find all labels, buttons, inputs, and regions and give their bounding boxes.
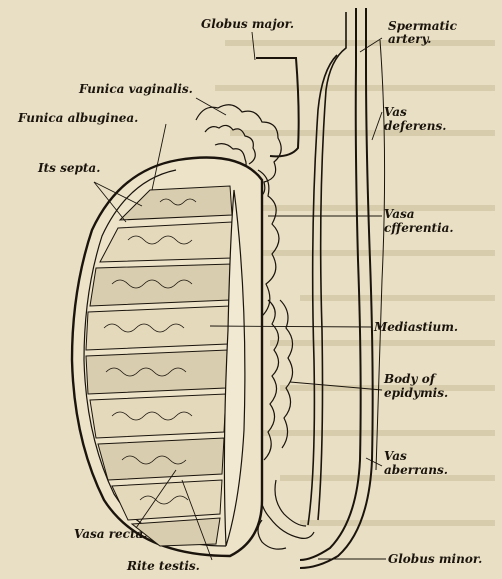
testis (72, 158, 262, 557)
label-funica-vaginalis: Funica vaginalis. (79, 83, 193, 96)
label-vas-deferens-line2: deferens. (384, 120, 446, 133)
label-spermatic-artery-line2: artery. (388, 33, 431, 46)
label-its-septa: Its septa. (38, 162, 100, 175)
label-body-of-epidymis-line1: Body of (384, 373, 435, 386)
label-vas-deferens-line1: Vas (384, 106, 407, 119)
label-body-of-epidymis-line2: epidymis. (384, 387, 448, 400)
globus-major-outline (256, 58, 299, 156)
label-rite-testis: Rite testis. (127, 560, 200, 573)
label-globus-minor: Globus minor. (388, 553, 482, 566)
label-vas-aberrans-line1: Vas (384, 450, 407, 463)
label-funica-albuginea: Funica albuginea. (18, 112, 138, 125)
label-mediastium: Mediastium. (374, 321, 458, 334)
label-vasa-recta: Vasa recta. (74, 528, 147, 541)
label-vas-aberrans-line2: aberrans. (384, 464, 448, 477)
spermatic-cord (300, 8, 385, 568)
label-vasa-efferentia-line2: cfferentia. (384, 222, 454, 235)
label-globus-major: Globus major. (201, 18, 294, 31)
label-vasa-efferentia-line1: Vasa (384, 208, 415, 221)
